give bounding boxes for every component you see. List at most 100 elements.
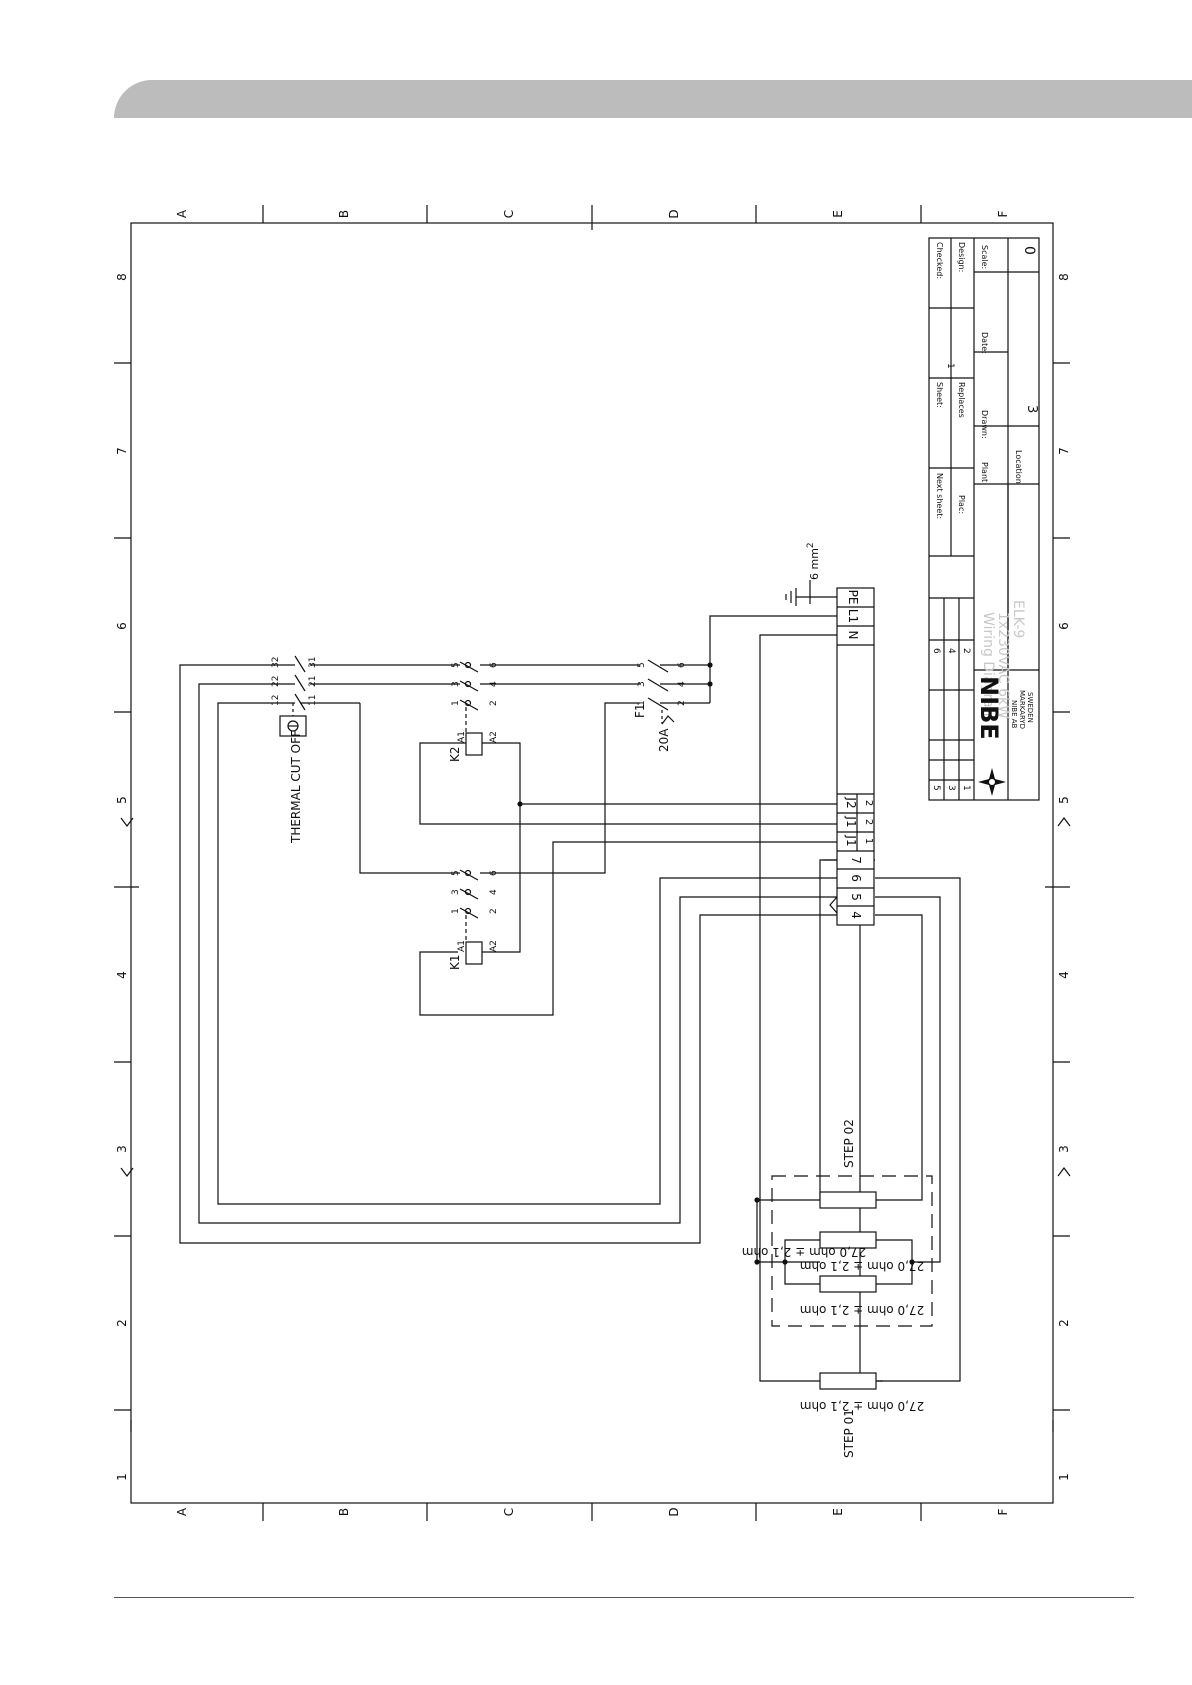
revision-number: 4 [946,648,956,654]
revision-number: 3 [946,785,956,791]
frame-row-ticks [114,362,1070,1432]
col-label: E [831,1508,845,1516]
row-label: 8 [115,273,129,281]
thermal-contact-bottom: 11 [308,695,318,706]
k1-contact-bottom: 4 [489,889,499,895]
junction-dots [517,662,915,1265]
next-sheet-field: Next sheet: [935,473,944,519]
k2-coil-a1: A1 [457,731,467,743]
scale-value: 0 [1021,246,1037,255]
resistor-value: 27,0 ohm ± 2,1 ohm [800,1303,924,1317]
col-label: C [502,1508,516,1516]
col-label: B [337,210,351,218]
f1-contact-top: 5 [637,662,647,668]
thermal-contact-top: 12 [271,695,281,706]
earth-icon [785,580,837,606]
col-label: D [667,209,681,218]
f1-label: F1 [633,703,647,718]
drawing-title: ELK-9 [1010,600,1026,638]
thermal-cut-off-label: THERMAL CUT OFF [289,730,303,844]
col-label: E [831,210,845,218]
company-line: NIBE AB [1010,700,1018,729]
thermal-contact-top: 22 [271,676,281,687]
terminal-label: 5 [849,893,863,901]
cable-spec: 6 mm2 [806,542,821,580]
revision-number: 5 [931,785,941,791]
k2-contact-bottom: 2 [489,700,499,706]
f1-contact-bottom: 6 [677,662,687,668]
heater-step-01: 27,0 ohm ± 2,1 ohm STEP 01 [800,1372,924,1458]
plac-field: Plac: [957,495,966,514]
sheet-field: Sheet: [935,382,944,408]
terminal-number: 2 [863,819,874,825]
row-label: 1 [115,1473,129,1481]
row-label: 1 [1057,1473,1071,1481]
heater-step-02: 27,0 ohm ± 2,1 ohm 27,0 ohm ± 2,1 ohm 27… [742,1119,933,1327]
k1-contact-bottom: 6 [489,870,499,876]
f1-contact-bottom: 4 [677,681,687,687]
date-field: Date: [980,332,989,354]
col-label: A [175,1507,189,1516]
col-label: F [996,210,1010,217]
row-labels-right: 8 7 6 5 4 3 2 1 [1057,273,1071,1481]
col-label: F [996,1508,1010,1515]
step-01-label: STEP 01 [842,1409,856,1458]
terminal-number: 2 [863,800,874,806]
checked-field: Checked: [935,242,944,279]
terminal-label: 4 [849,911,863,919]
replaces-field: Replaces [957,382,966,418]
company-line: SWEDEN [1026,692,1034,723]
row-label: 6 [1057,622,1071,630]
scale-field: Scale: [980,245,989,269]
resistor-value: 27,0 ohm ± 2,1 ohm [800,1259,924,1273]
revision-number: 2 [961,648,971,654]
row-label: 5 [115,796,129,804]
row-labels-left: 8 7 6 5 4 3 2 1 [115,273,129,1481]
row-label: 3 [115,1145,129,1153]
k2-label: K2 [448,746,462,762]
col-label: D [667,1507,681,1516]
thermal-contact-top: 32 [271,657,281,668]
k1-contact-top: 3 [451,889,461,895]
row-label: 4 [115,971,129,979]
row-label: 3 [1057,1145,1071,1153]
revision-number: 6 [931,648,941,654]
thermal-cut-off: 32 22 12 31 21 11 THERMAL CUT OFF [271,655,318,844]
breaker-f1: 5 3 1 6 4 2 F1 20A [633,659,687,752]
k1-contact-top: 1 [451,908,461,914]
terminal-label: J2 [844,796,858,808]
terminal-label: J1 [844,815,858,827]
row-label: 5 [1057,796,1071,804]
contactor-k2: 5 3 1 6 4 2 A1 A2 K2 [448,661,499,762]
k1-contact-bottom: 2 [489,908,499,914]
company-line: MARKARYD [1018,690,1026,729]
column-labels-top: A B C D E F [175,209,1010,219]
k1-coil-a1: A1 [457,940,467,952]
terminal-label: N [846,631,860,640]
row-label: 7 [115,447,129,455]
row-label: 2 [1057,1319,1071,1327]
drawn-field: Drawn: [980,410,989,439]
sheet-value: 1 [945,363,955,369]
col-label: A [175,209,189,218]
sheet-count: 3 [1024,405,1039,413]
terminal-label: J1 [844,834,858,846]
terminal-label: 7 [849,856,863,864]
k2-contact-bottom: 6 [489,662,499,668]
row-label: 6 [115,622,129,630]
k2-coil-a2: A2 [489,731,499,743]
col-label: B [337,1508,351,1516]
resistor-value: 27,0 ohm ± 2,1 ohm [800,1399,924,1413]
contactor-k1: 5 3 1 6 4 2 A1 A2 K1 [448,869,499,970]
location-field: Location [1014,450,1023,484]
drawing-title: 1x230VAC 6kW [995,612,1011,719]
fuse-rating: 20A [657,728,671,752]
header-band [114,80,1192,118]
frame-column-ticks [262,205,922,1521]
footer-rule [114,1597,1134,1598]
wires [179,615,961,1382]
k2-contact-bottom: 4 [489,681,499,687]
centering-arrows [120,817,1071,1177]
column-labels-bottom: A B C D E F [175,1507,1010,1517]
